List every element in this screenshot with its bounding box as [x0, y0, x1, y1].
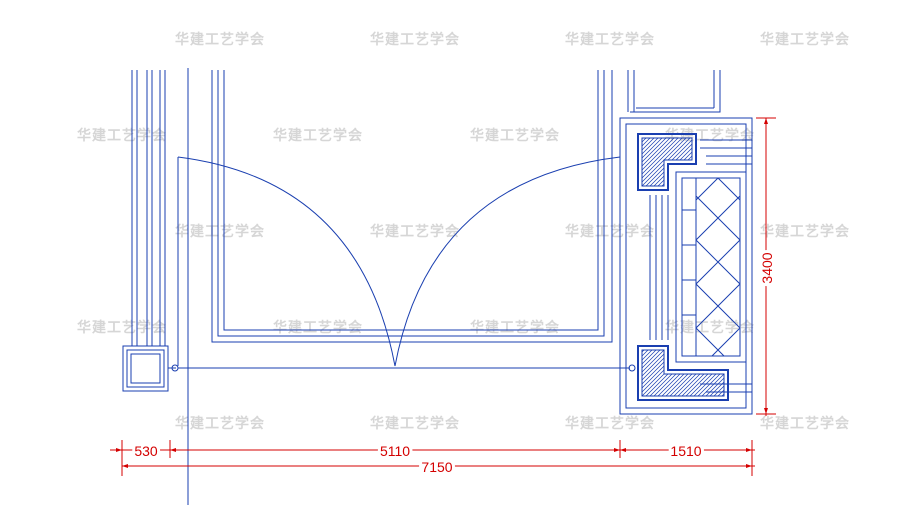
watermark-layer: 华建工艺学会华建工艺学会华建工艺学会华建工艺学会华建工艺学会华建工艺学会华建工艺…	[77, 31, 850, 432]
dim-bg-1510: 1510	[670, 443, 701, 459]
watermark-text: 华建工艺学会	[760, 415, 850, 432]
watermark-text: 华建工艺学会	[273, 127, 363, 144]
dim-label-right: 1510	[670, 443, 701, 459]
watermark-text: 华建工艺学会	[470, 319, 560, 336]
watermark-text: 华建工艺学会	[175, 31, 265, 48]
watermark-text: 华建工艺学会	[565, 31, 655, 48]
dimension-lines	[110, 117, 776, 476]
watermark-text: 华建工艺学会	[760, 31, 850, 48]
dim-bg-3400: 3400	[759, 252, 775, 283]
watermark-text: 华建工艺学会	[565, 223, 655, 240]
dim-label-total: 7150	[421, 459, 452, 475]
watermark-text: 华建工艺学会	[470, 127, 560, 144]
dim-bg-5110: 5110	[380, 443, 410, 459]
hatch-group	[642, 138, 692, 186]
tiled-floor	[675, 171, 747, 363]
watermark-text: 华建工艺学会	[760, 223, 850, 240]
hatched-columns	[637, 133, 729, 401]
hatch-group	[642, 350, 724, 396]
dim-bg-530: 530	[134, 443, 158, 459]
watermark-text: 华建工艺学会	[273, 319, 363, 336]
opening-frame	[211, 70, 613, 343]
watermark-text: 华建工艺学会	[77, 127, 167, 144]
watermark-text: 华建工艺学会	[370, 415, 460, 432]
dimension-ticks	[116, 118, 768, 468]
left-wall	[131, 70, 166, 346]
watermark-text: 华建工艺学会	[665, 319, 755, 336]
watermark-text: 华建工艺学会	[565, 415, 655, 432]
watermark-text: 华建工艺学会	[77, 319, 167, 336]
watermark-text: 华建工艺学会	[370, 31, 460, 48]
dim-label-middle: 5110	[380, 443, 410, 459]
watermark-text: 华建工艺学会	[175, 223, 265, 240]
dim-bg-7150: 7150	[421, 459, 452, 475]
column-left	[122, 345, 169, 392]
dim-label-height: 3400	[759, 252, 775, 283]
watermark-text: 华建工艺学会	[175, 415, 265, 432]
watermark-text: 华建工艺学会	[370, 223, 460, 240]
plan-linework	[122, 68, 753, 505]
double-door	[168, 156, 636, 372]
dim-label-left: 530	[134, 443, 158, 459]
